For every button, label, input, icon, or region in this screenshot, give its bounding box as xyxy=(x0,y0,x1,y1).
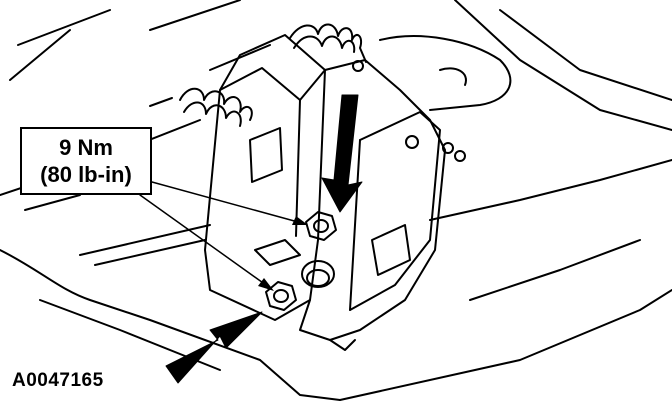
torque-metric-label: 9 Nm xyxy=(59,135,113,160)
figure-id-label: A0047165 xyxy=(12,370,104,391)
direction-arrows xyxy=(165,94,363,384)
arrow-lower xyxy=(165,311,263,384)
arrow-upper xyxy=(321,94,363,213)
bolt-hole xyxy=(301,260,335,288)
torque-callout-box: 9 Nm (80 lb-in) xyxy=(20,127,152,195)
upper-nut xyxy=(305,211,337,241)
upper-spring xyxy=(209,23,367,72)
lower-spring xyxy=(149,87,253,127)
lower-nut xyxy=(265,281,297,311)
leader-arrowheads xyxy=(258,216,308,291)
leader-lines xyxy=(139,181,299,286)
torque-imperial-label: (80 lb-in) xyxy=(40,162,132,187)
left-bracket xyxy=(204,34,326,321)
right-bracket xyxy=(299,59,466,351)
